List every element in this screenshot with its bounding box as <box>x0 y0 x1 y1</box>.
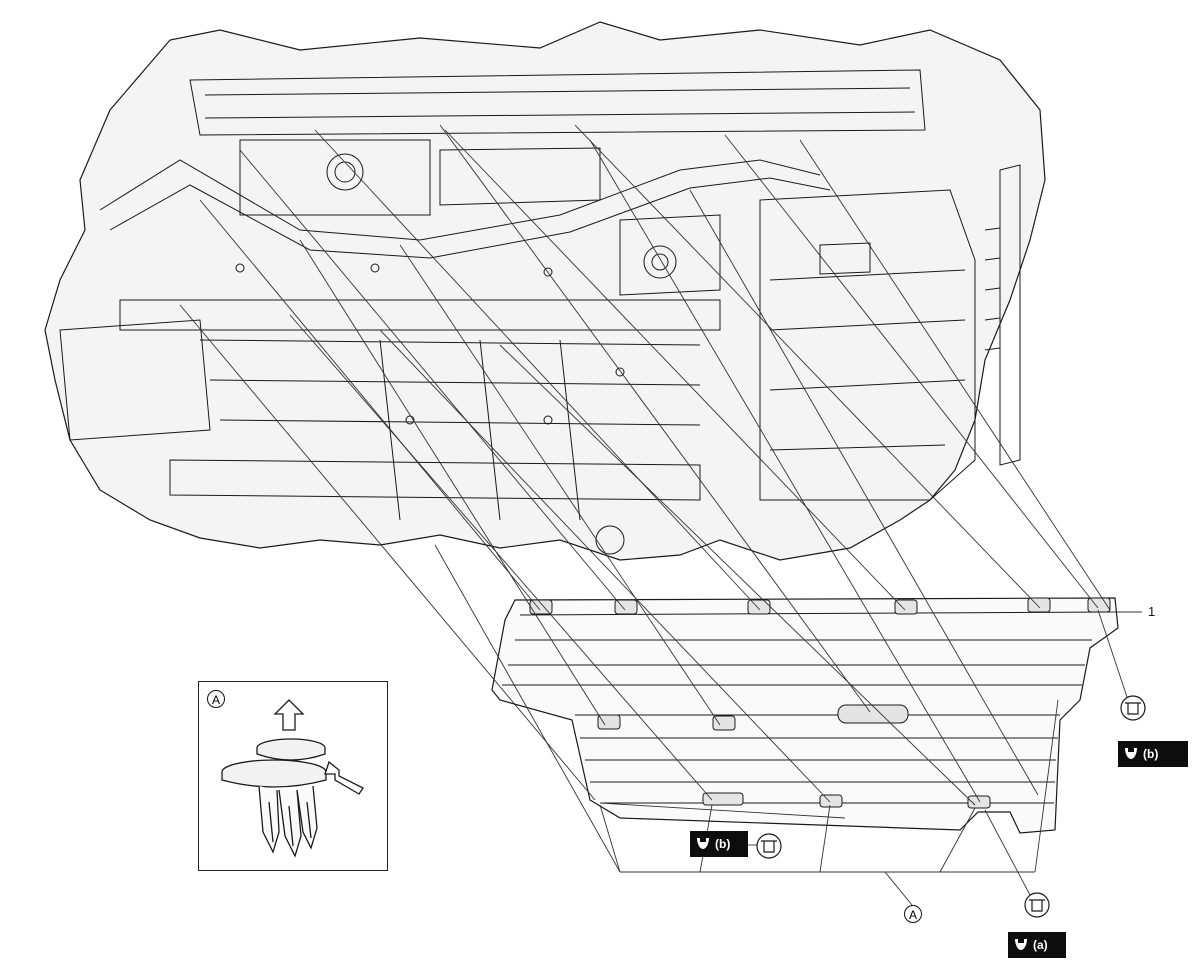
wrench-icon <box>1015 939 1027 950</box>
under-cover-panel <box>491 597 1119 834</box>
arrow-up-icon <box>273 699 305 731</box>
torque-badge-b-center: (b) <box>690 831 748 857</box>
torque-badge-text: (a) <box>1033 938 1048 952</box>
view-marker-inset: A <box>207 690 225 708</box>
clip-prongs <box>258 785 318 858</box>
torque-badge-text: (b) <box>715 837 731 851</box>
torque-badge-text: (b) <box>1143 747 1159 761</box>
clip-detail-drawing <box>221 699 364 858</box>
inset-detail-a: A <box>198 681 388 871</box>
arrow-push-icon <box>324 760 364 795</box>
torque-badge-b-right: (b) <box>1118 741 1188 767</box>
clip-fastener-icon <box>756 833 782 859</box>
torque-badge-a-bottom: (a) <box>1008 932 1066 958</box>
wrench-icon <box>697 838 709 849</box>
view-marker-callout: A <box>904 905 922 923</box>
leader-lines <box>179 124 1142 906</box>
clip-fastener-icon <box>1024 892 1050 918</box>
wrench-icon <box>1125 748 1137 759</box>
vehicle-underbody <box>44 21 1046 561</box>
underbody-structure <box>59 69 1021 555</box>
part-number-label: 1 <box>1148 604 1156 619</box>
clip-head <box>221 738 327 788</box>
clip-fastener-icon <box>1120 695 1146 721</box>
